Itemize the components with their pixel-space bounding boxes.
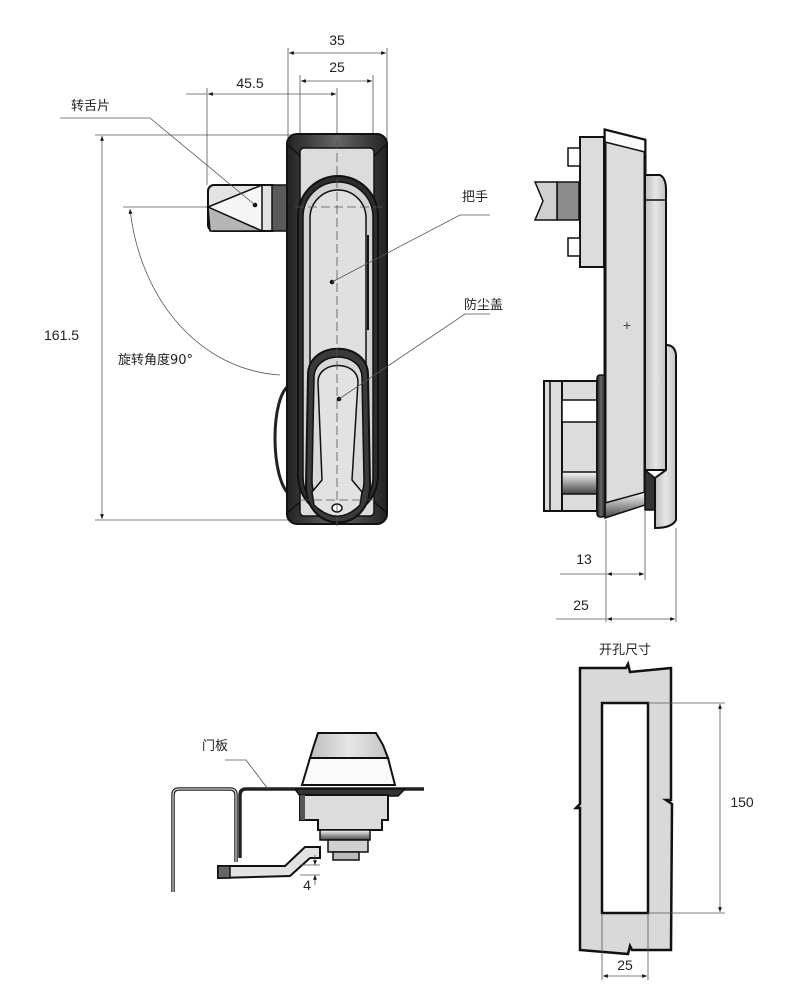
- label-cutout: 开孔尺寸: [599, 643, 651, 658]
- dust-cover: [304, 347, 372, 524]
- label-door-panel: 门板: [202, 739, 228, 754]
- label-handle: 把手: [462, 190, 488, 205]
- svg-text:+: +: [623, 317, 631, 333]
- dim-161-5: 161.5: [44, 327, 79, 343]
- dim-25-front: 25: [329, 59, 345, 75]
- label-tongue: 转舌片: [71, 99, 110, 114]
- dim-25-side: 25: [573, 597, 589, 613]
- dim-150: 150: [730, 794, 754, 810]
- side-view: + 13 25: [533, 128, 677, 622]
- cutout-view: 150 25 开孔尺寸: [572, 643, 754, 980]
- installation-view: 4 门板: [171, 732, 424, 893]
- cutout-hole: [600, 701, 650, 915]
- dim-4: 4: [303, 877, 311, 893]
- label-rotation: 旋转角度90°: [118, 352, 193, 368]
- dim-45-5: 45.5: [236, 75, 263, 91]
- dim-25-cutout: 25: [617, 957, 633, 973]
- label-dust-cover: 防尘盖: [464, 297, 503, 313]
- tongue-piece: [206, 183, 291, 233]
- dim-35: 35: [329, 32, 345, 48]
- rotation-arc: [128, 208, 281, 376]
- front-view: 35 25 45.5 161.5 转舌片 旋转角度90° 把手 防尘盖: [44, 32, 503, 530]
- dim-13: 13: [576, 551, 592, 567]
